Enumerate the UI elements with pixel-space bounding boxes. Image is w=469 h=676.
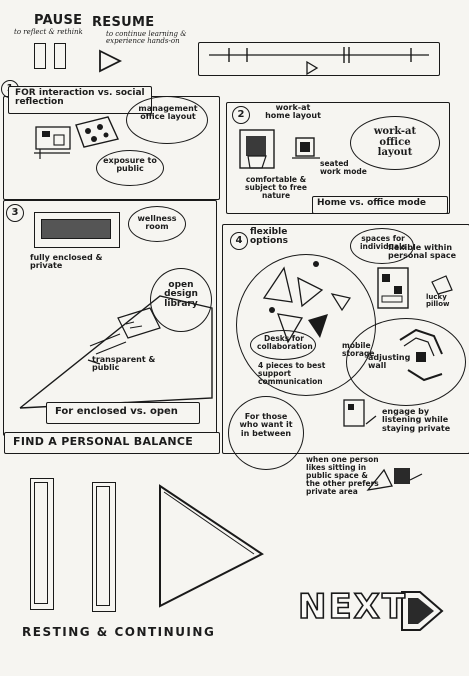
panel2-label-top: work-at home layout [265,103,321,121]
bubble-open-library-text: open design library [164,280,198,309]
wellness-room-fill [41,219,111,239]
panel3-footer-box: For enclosed vs. open [46,402,200,424]
bubble-wellness-room-text: wellness room [137,214,177,232]
pause-label: PAUSE [34,13,83,28]
bubble-in-between: For those who want it in between [228,396,304,470]
office-sketch-icon [34,116,119,159]
individual-space-icon [377,267,453,309]
panel4-desks-caption: 4 pieces to best support communication [258,361,326,386]
large-pause-bar-left-inner [34,482,48,604]
bubble-adjusting-wall [346,318,466,406]
panel2-caption-left: comfortable & subject to free nature [245,175,307,200]
resume-play-button[interactable] [98,49,123,73]
panel3-footer: For enclosed vs. open [55,406,178,417]
bubble-work-at-office: work-at office layout [350,116,440,170]
panel4-wall-label: adjusting wall [368,353,411,371]
bubble-desks: Desks for collaboration [250,330,316,360]
large-play-button[interactable] [156,484,266,608]
bubble-spaces-individuals: spaces for individuals [350,228,414,264]
bubble-management-office: management office layout [126,96,208,144]
panel2-footer: Home vs. office mode [317,198,427,208]
panel2-number: 2 [232,106,250,124]
panel2-footer-box: Home vs. office mode [312,196,448,214]
next-arrow-icon [401,591,444,631]
panel4-bottom-caption: when one person likes sitting in public … [306,455,379,496]
panel1-title: FOR interaction vs. social reflection [15,88,145,108]
pause-bar-right [54,43,66,69]
panel4-pillow-label: lucky pillow [426,293,450,309]
panel3-caption-top: fully enclosed & private [30,253,103,271]
large-pause-bar-right-inner [96,486,110,606]
adjusting-wall-icon [399,328,443,382]
home-office-sketch-icon [239,129,320,169]
bubble-open-library: open design library [150,268,212,332]
wellness-room-sketch [34,212,120,248]
panel4-engage-label: engage by listening while staying privat… [382,407,451,433]
panel4-flexible-label: flexible within personal space [388,243,457,261]
listening-person-icon [343,399,377,427]
progress-track[interactable] [199,43,439,76]
public-private-seating-icon [366,468,423,491]
next-label: NEXT [297,587,408,627]
next-button[interactable]: NEXT [296,588,446,634]
bubble-in-between-text: For those who want it in between [239,412,293,438]
resume-caption: to continue learning & experience hands-… [106,30,187,46]
open-library-sketch-icon [19,295,213,409]
collaboration-desks-icon [262,261,351,344]
panel4-spaces-label: spaces for individuals [359,234,407,251]
large-pause-bar-right[interactable] [92,482,116,612]
resting-continuing-caption: RESTING & CONTINUING [22,625,216,639]
video-player[interactable] [198,42,440,76]
panel2-caption-right: seated work mode [320,159,367,176]
find-balance-banner: FIND A PERSONAL BALANCE [4,432,220,454]
pause-bar-left [34,43,46,69]
bubble-wellness-room: wellness room [128,206,186,242]
bubble-management-office-text: management office layout [138,104,198,122]
panel-flexible-options [222,224,469,454]
bubble-exposure: exposure to public [96,150,164,186]
pause-button[interactable] [34,43,70,70]
panel4-desks-label: Desks for collaboration [257,334,313,351]
panel3-caption-mid: transparent & public [92,355,156,373]
large-pause-bar-left[interactable] [30,478,54,610]
panel4-number: 4 [230,232,248,250]
panel4-title: flexible options [250,227,288,247]
resume-label: RESUME [92,15,155,30]
bubble-work-at-office-text: work-at office layout [373,126,417,158]
find-balance-text: FIND A PERSONAL BALANCE [13,435,194,448]
panel3-number: 3 [6,204,24,222]
panel1-caption: exposure to public [103,156,157,174]
pause-caption: to reflect & rethink [14,28,83,36]
